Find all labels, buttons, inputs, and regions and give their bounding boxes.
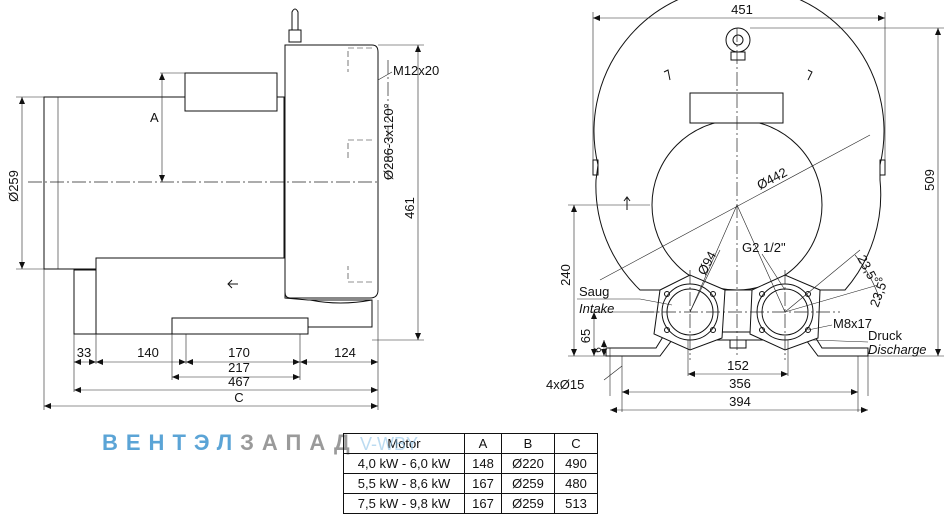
spec-table: Motor A B C 4,0 kW - 6,0 kW 148 Ø220 490… xyxy=(343,433,598,514)
dim-356: 356 xyxy=(729,376,751,391)
label-intake: Intake xyxy=(579,301,614,316)
dim-152: 152 xyxy=(727,358,749,373)
dim-509: 509 xyxy=(922,169,937,191)
watermark-logo: ВЕНТЭЛЗАПАД xyxy=(102,430,358,456)
watermark-part2: ЗАПАД xyxy=(240,430,358,455)
label-m12x20: M12x20 xyxy=(393,63,439,78)
table-cell: Ø220 xyxy=(501,453,555,474)
label-holes: 4xØ15 xyxy=(546,377,584,392)
motor-body xyxy=(43,96,285,270)
dim-467: 467 xyxy=(228,374,250,389)
front-view: Ø442 xyxy=(546,0,944,413)
dim-240: 240 xyxy=(558,264,573,286)
table-cell: 167 xyxy=(464,493,502,514)
dim-diameter-259: Ø259 xyxy=(6,170,21,202)
dim-170: 170 xyxy=(228,345,250,360)
side-view: Ø259 A M12x20 Ø286-3x120° 461 33 140 170… xyxy=(6,8,439,410)
table-cell: 490 xyxy=(554,453,598,474)
dim-451: 451 xyxy=(731,2,753,17)
table-row: 4,0 kW - 6,0 kW 148 Ø220 490 xyxy=(343,453,598,474)
dim-124: 124 xyxy=(334,345,356,360)
dim-a: A xyxy=(150,110,159,125)
header-b: B xyxy=(501,433,555,454)
blower-housing xyxy=(284,44,379,299)
dim-217: 217 xyxy=(228,360,250,375)
dim-c: C xyxy=(234,390,243,405)
dim-140: 140 xyxy=(137,345,159,360)
table-cell: 513 xyxy=(554,493,598,514)
header-a: A xyxy=(464,433,502,454)
header-c: C xyxy=(554,433,598,454)
table-cell: 167 xyxy=(464,473,502,494)
table-cell: 5,5 kW - 8,6 kW xyxy=(343,473,465,494)
table-cell: 480 xyxy=(554,473,598,494)
table-row: 7,5 kW - 9,8 kW 167 Ø259 513 xyxy=(343,493,598,514)
label-druck: Druck xyxy=(868,328,902,343)
terminal-box xyxy=(184,72,278,112)
table-cell: Ø259 xyxy=(501,473,555,494)
technical-drawing: Ø259 A M12x20 Ø286-3x120° 461 33 140 170… xyxy=(6,0,944,413)
table-cell: 4,0 kW - 6,0 kW xyxy=(343,453,465,474)
label-saug: Saug xyxy=(579,284,609,299)
table-cell: 148 xyxy=(464,453,502,474)
dim-461: 461 xyxy=(402,197,417,219)
dim-6: 6 xyxy=(593,347,604,353)
label-bolt-circle: Ø286-3x120° xyxy=(381,103,396,180)
dim-65: 65 xyxy=(578,329,593,343)
label-m8x17: M8x17 xyxy=(833,316,872,331)
dim-33: 33 xyxy=(77,345,91,360)
spec-header-row: Motor A B C xyxy=(343,433,598,454)
table-cell: 7,5 kW - 9,8 kW xyxy=(343,493,465,514)
label-discharge: Discharge xyxy=(868,342,927,357)
table-row: 5,5 kW - 8,6 kW 167 Ø259 480 xyxy=(343,473,598,494)
table-cell: Ø259 xyxy=(501,493,555,514)
dim-394: 394 xyxy=(729,394,751,409)
header-motor: Motor xyxy=(343,433,465,454)
watermark-part1: ВЕНТЭЛ xyxy=(102,430,241,455)
label-g2: G2 1/2" xyxy=(742,240,786,255)
overlay-text: V-WBY xyxy=(360,434,419,454)
